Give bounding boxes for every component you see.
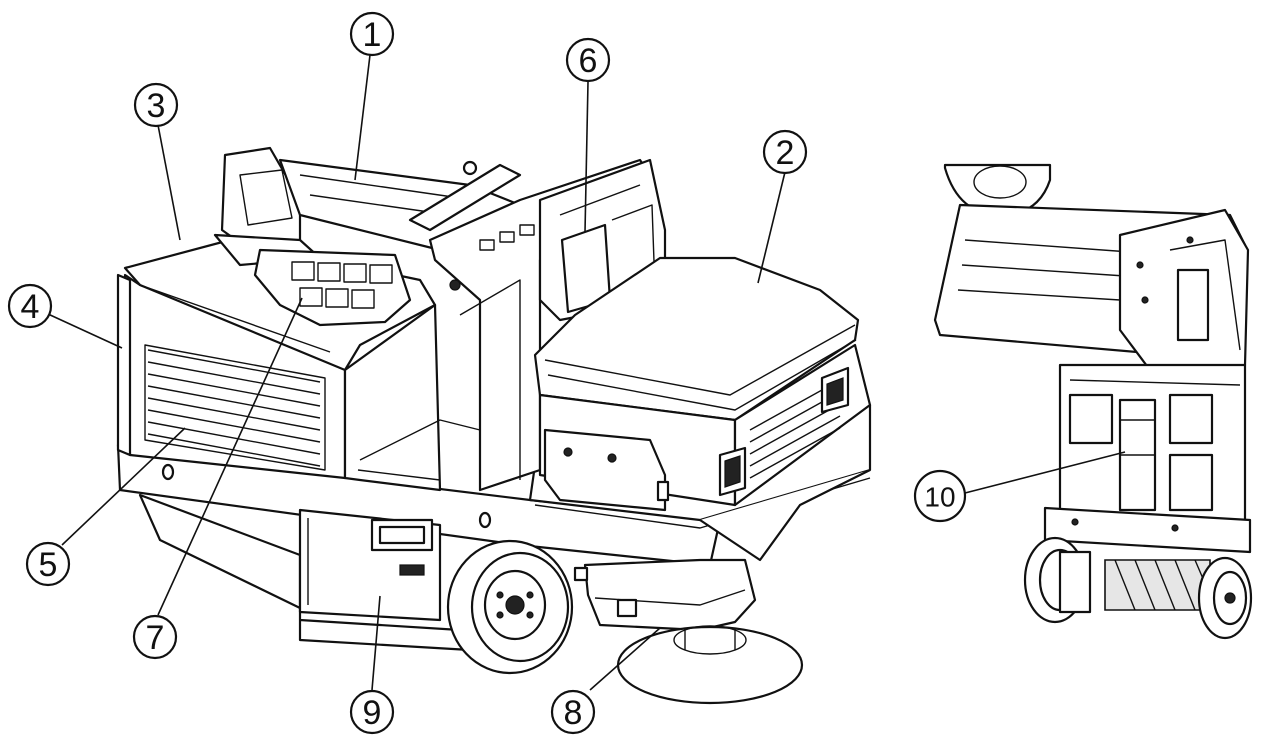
callout-6-label: 6 — [579, 42, 598, 80]
leader-5 — [61, 427, 186, 546]
callout-4: 4 — [7, 283, 53, 329]
leader-3 — [157, 124, 181, 241]
callout-5-label: 5 — [39, 546, 58, 584]
leader-10 — [964, 451, 1126, 494]
leader-1 — [354, 54, 371, 181]
callout-3: 3 — [133, 82, 179, 128]
callout-8-label: 8 — [564, 694, 583, 732]
ride-on-sweeper-illustration — [116, 146, 872, 705]
callout-10: 10 — [913, 469, 967, 523]
callout-6: 6 — [565, 37, 611, 83]
callout-4-label: 4 — [21, 288, 40, 326]
leader-lines — [47, 54, 1126, 691]
callout-8: 8 — [550, 689, 596, 735]
leader-7 — [157, 297, 303, 616]
callout-5: 5 — [25, 541, 71, 587]
hopper-dump-inset-illustration — [933, 163, 1253, 640]
callout-9-label: 9 — [363, 694, 382, 732]
leader-2 — [757, 171, 786, 284]
callout-2-label: 2 — [776, 134, 795, 172]
leader-8 — [589, 627, 661, 691]
callout-2: 2 — [762, 129, 808, 175]
callout-1-label: 1 — [363, 16, 382, 54]
callout-9: 9 — [349, 689, 395, 735]
leader-9 — [371, 595, 381, 691]
callout-7-label: 7 — [146, 619, 165, 657]
callout-7: 7 — [132, 614, 178, 660]
callout-1: 1 — [349, 11, 395, 57]
callout-3-label: 3 — [147, 87, 166, 125]
leader-6 — [584, 81, 589, 233]
leader-4 — [47, 313, 123, 349]
callout-10-label: 10 — [924, 482, 955, 513]
